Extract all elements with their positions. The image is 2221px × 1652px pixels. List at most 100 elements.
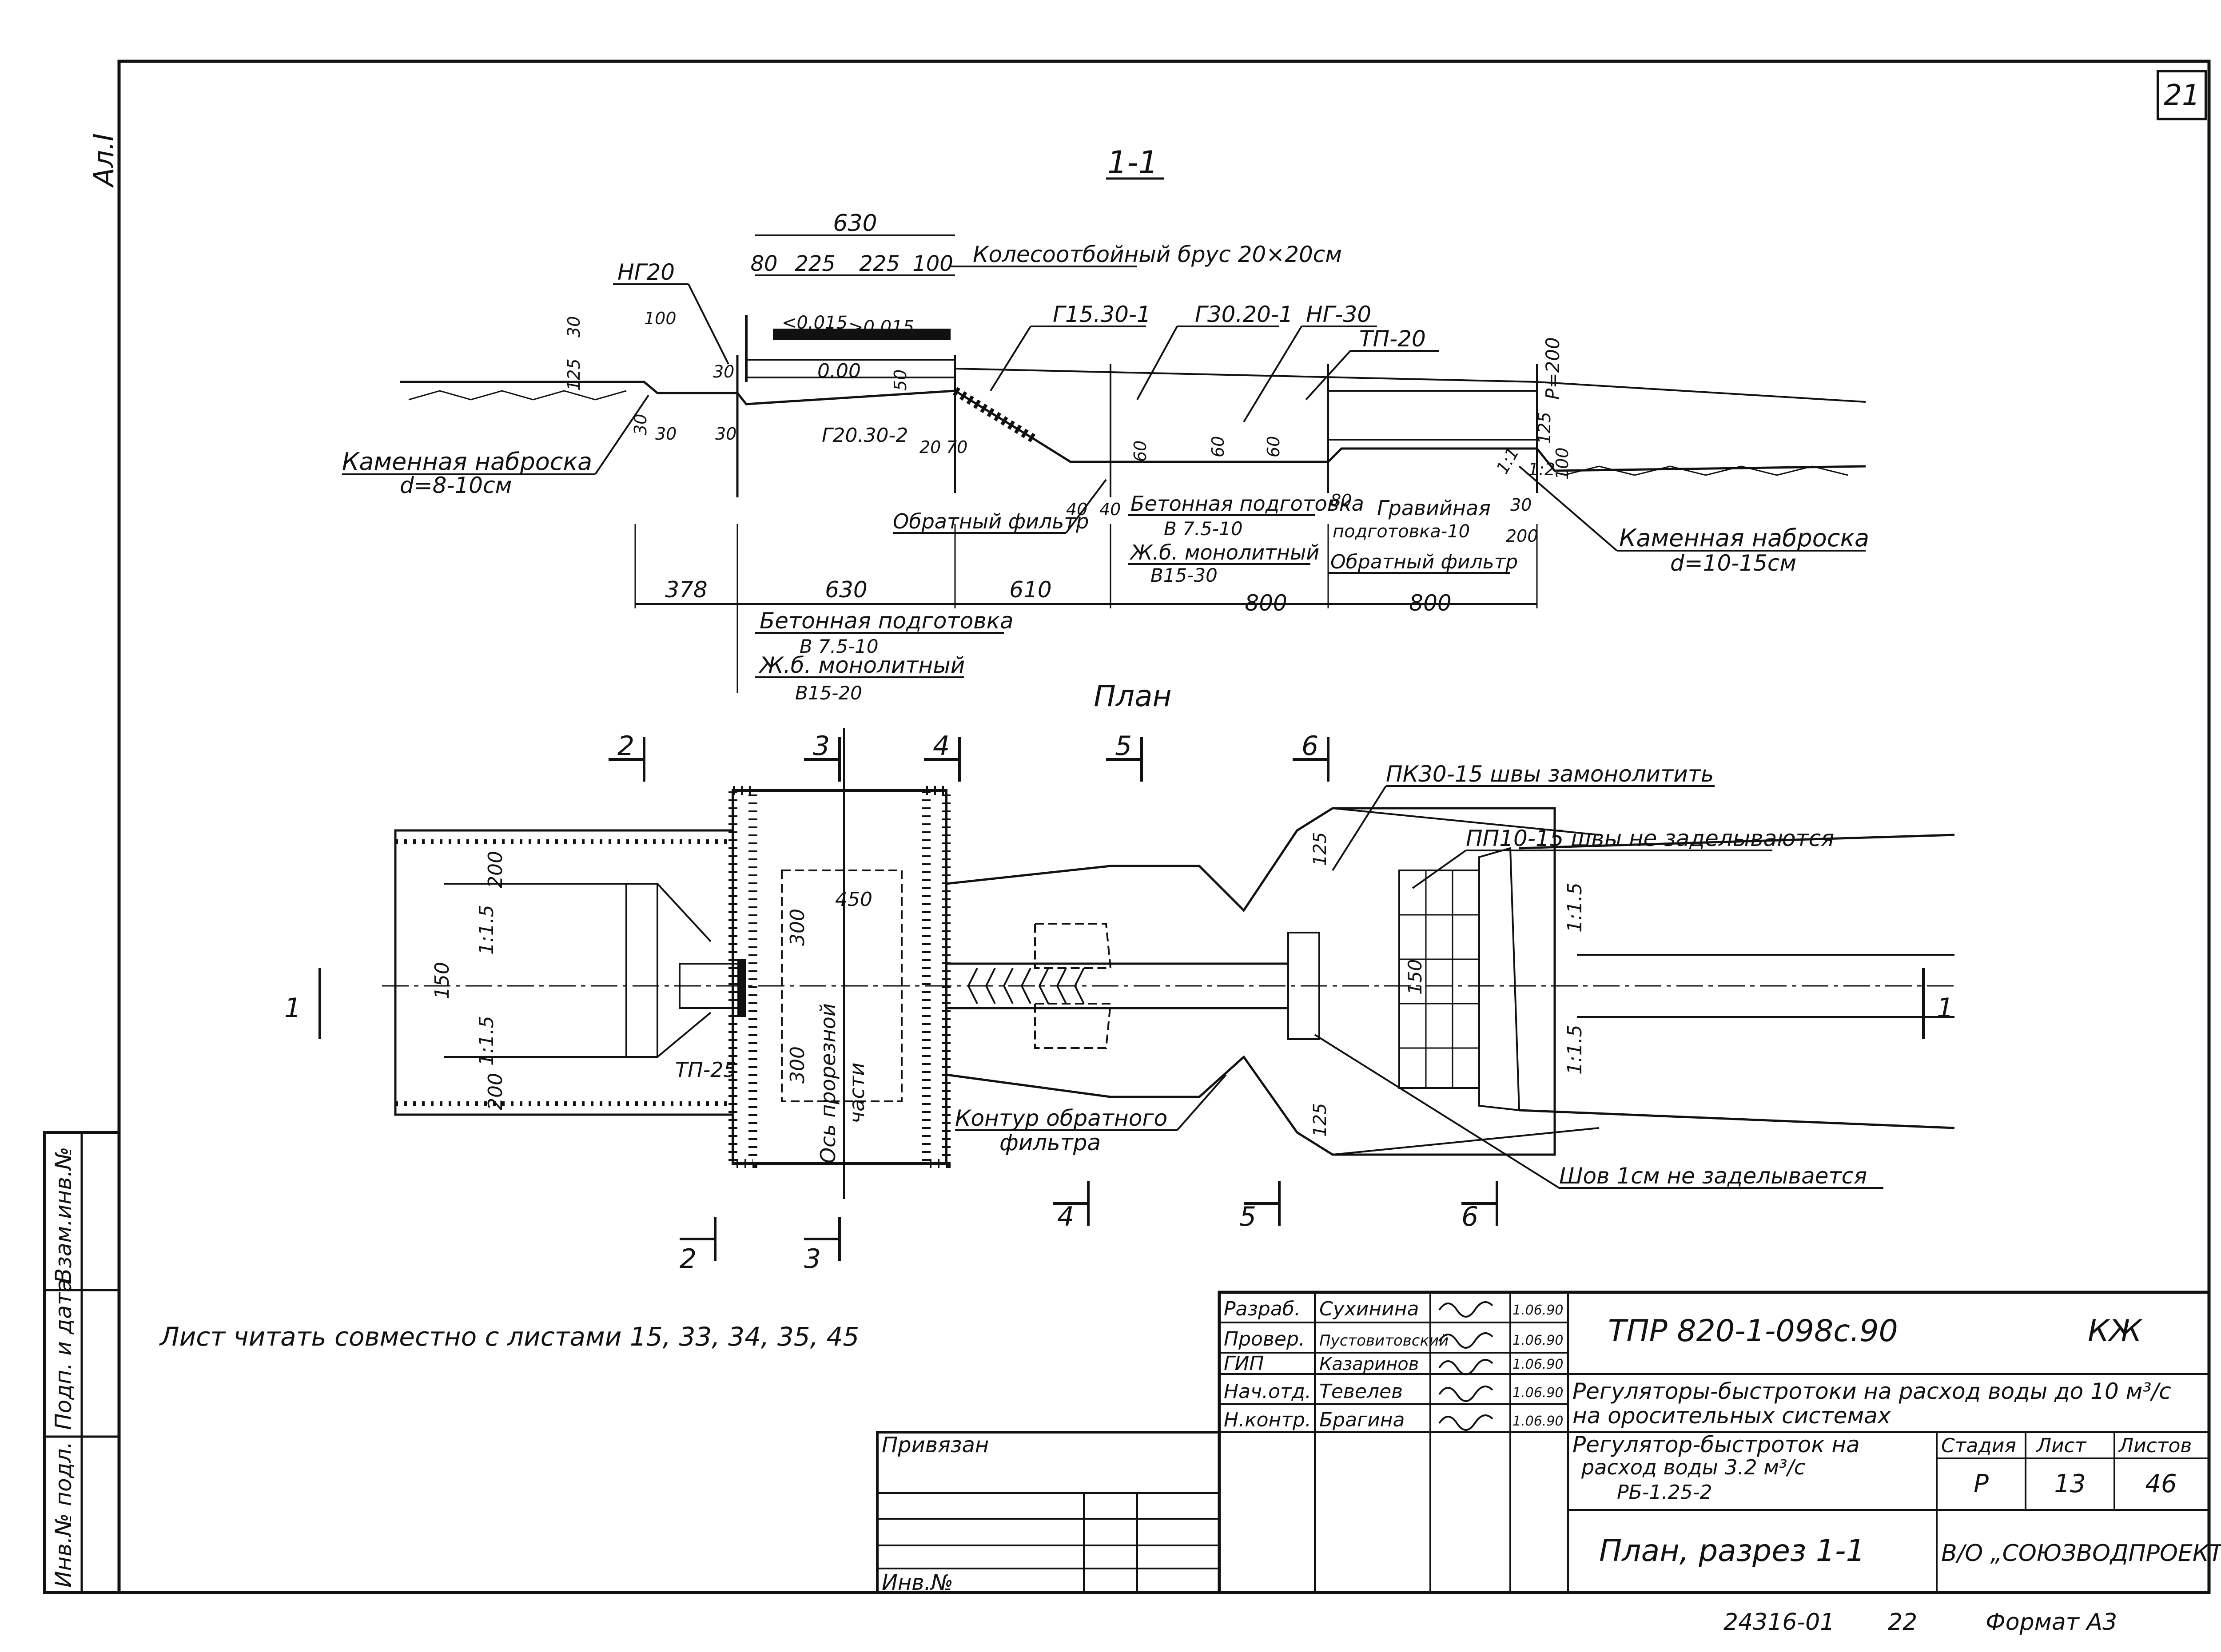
role-1: Провер. [1224, 1328, 1305, 1350]
cut-1-left: 1 [284, 993, 301, 1024]
small-dim-9: 70 [946, 437, 967, 457]
tb-project: Регуляторы-быстротоки на расход воды до … [1572, 1378, 2171, 1404]
small-dim-15: 80 [1330, 491, 1352, 510]
name-1: Пустовитовский [1319, 1332, 1449, 1350]
label-kamen-right: Каменная наброска [1619, 524, 1869, 552]
label-beton1-b: В 7.5-10 [1164, 518, 1243, 540]
name-3: Тевелев [1319, 1380, 1403, 1403]
slope-15a: 1:1.5 [1564, 882, 1586, 933]
label-p200: Р=200 [1542, 337, 1564, 400]
tb-org: В/О „СОЮЗВОДПРОЕКТ" [1941, 1540, 2221, 1567]
dim-630-top: 630 [833, 210, 877, 237]
dim-800a: 800 [1245, 590, 1287, 616]
label-tp25: ТП-25 [675, 1058, 736, 1082]
footer-number: 24316-01 [1723, 1609, 1835, 1636]
date-4: 1.06.90 [1513, 1414, 1564, 1429]
dim-630: 630 [825, 577, 867, 603]
small-dim-19: 125 [1535, 412, 1554, 444]
dim-800b: 800 [1409, 590, 1451, 616]
cut-5-bottom: 5 [1239, 1201, 1256, 1232]
role-2: ГИП [1224, 1352, 1264, 1375]
dim-200a: 200 [484, 851, 507, 888]
section-title: 1-1 [1107, 144, 1158, 181]
cut-2-top: 2 [617, 731, 634, 762]
side-label: Ал.I [88, 133, 120, 188]
label-shov: Шов 1см не заделывается [1559, 1163, 1867, 1189]
label-beton2: Бетонная подготовка [760, 608, 1014, 634]
tb-inv: Инв.№ [882, 1570, 953, 1595]
footer-copy: 22 [1888, 1609, 1917, 1636]
tb-stage-h: Стадия [1941, 1434, 2016, 1457]
label-zhb1-b: В15-30 [1150, 564, 1218, 586]
dim-125a: 125 [1310, 832, 1330, 866]
label-graviy2: подготовка-10 [1333, 521, 1470, 542]
tb-object: Регулятор-быстроток на [1572, 1432, 1860, 1457]
label-kontur: Контур обратного [955, 1105, 1167, 1131]
plan-view: План [284, 679, 1955, 1275]
small-dim-16: 30 [1510, 495, 1532, 515]
dim-378: 378 [665, 577, 707, 603]
sheet-note: Лист читать совместно с листами 15, 33, … [159, 1322, 859, 1352]
sheet-number: 21 [2164, 79, 2200, 112]
date-1: 1.06.90 [1513, 1333, 1564, 1348]
label-tp20: ТП-20 [1359, 326, 1426, 352]
cut-3-bottom: 3 [804, 1243, 821, 1275]
date-3: 1.06.90 [1513, 1385, 1564, 1401]
stamp-podp: Подп. и дата [51, 1279, 76, 1430]
tb-sheets: 46 [2145, 1469, 2177, 1498]
small-dim-10: 50 [891, 369, 910, 391]
label-pk: ПК30-15 швы замонолитить [1386, 761, 1714, 787]
stamp-vzam: Взам.инв.№ [51, 1147, 76, 1283]
slope-15b: 1:1.5 [1564, 1025, 1586, 1075]
label-kamen-right-d: d=10-15см [1670, 550, 1796, 576]
small-dim-4: 100 [644, 309, 677, 328]
slope-115a: 1:1.5 [475, 905, 498, 955]
label-filter: Обратный фильтр [893, 509, 1089, 533]
label-slope1: <0.015 [782, 313, 848, 333]
dim-100: 100 [912, 251, 953, 276]
date-0: 1.06.90 [1513, 1303, 1564, 1318]
label-ng20: НГ20 [617, 259, 675, 285]
small-dim-2: 125 [564, 358, 584, 391]
tb-code: ТПР 820-1-098с.90 [1608, 1314, 1898, 1349]
name-4: Брагина [1319, 1409, 1405, 1431]
label-beton1: Бетонная подготовка [1130, 492, 1364, 516]
dim-150b: 150 [1404, 959, 1426, 995]
label-filter2: Обратный фильтр [1330, 551, 1518, 573]
tb-privyazan: Привязан [882, 1433, 989, 1457]
stamp-inv: Инв.№ подл. [51, 1442, 76, 1588]
cut-6-top: 6 [1302, 731, 1318, 762]
label-zhb1: Ж.б. монолитный [1129, 540, 1319, 564]
tb-stage: Р [1974, 1469, 1989, 1498]
label-kontur2: фильтра [999, 1130, 1101, 1156]
tb-project2: на оросительных системах [1572, 1403, 1891, 1429]
left-stamp: Взам.инв.№ Подп. и дата Инв.№ подл. [43, 1131, 120, 1594]
date-2: 1.06.90 [1513, 1357, 1564, 1372]
small-dim-6: 30 [655, 424, 677, 444]
label-os2: части [845, 1063, 869, 1124]
tb-mark: КЖ [2088, 1314, 2143, 1349]
label-ng30: НГ-30 [1306, 302, 1371, 327]
dim-80: 80 [750, 251, 777, 276]
label-beton2-b: В 7.5-10 [800, 635, 879, 657]
small-dim-14: 60 [1264, 436, 1283, 457]
label-pp: ПП10-15 швы не заделываются [1466, 826, 1834, 851]
label-g20: Г20.30-2 [822, 424, 908, 447]
tb-sheets-h: Листов [2118, 1434, 2192, 1457]
cut-markers [318, 737, 1925, 1261]
tb-sheet-h: Лист [2036, 1434, 2087, 1457]
label-zhb2-b: В15-20 [795, 682, 862, 704]
sheet-number-box [2157, 70, 2207, 120]
label-g15: Г15.30-1 [1053, 302, 1151, 327]
label-kamen-left: Каменная наброска [342, 448, 592, 476]
title-block: Разраб. Провер. ГИП Нач.отд. Н.контр. Су… [876, 1291, 2221, 1595]
dim-225a: 225 [795, 251, 836, 276]
dim-300b: 300 [786, 1046, 809, 1084]
name-0: Сухинина [1319, 1298, 1419, 1320]
slope-115b: 1:1.5 [475, 1016, 498, 1066]
tb-sheet: 13 [2054, 1469, 2086, 1498]
small-dim-5: 30 [713, 362, 734, 381]
dim-125b: 125 [1310, 1103, 1330, 1137]
small-dim-8: 20 [919, 437, 941, 457]
